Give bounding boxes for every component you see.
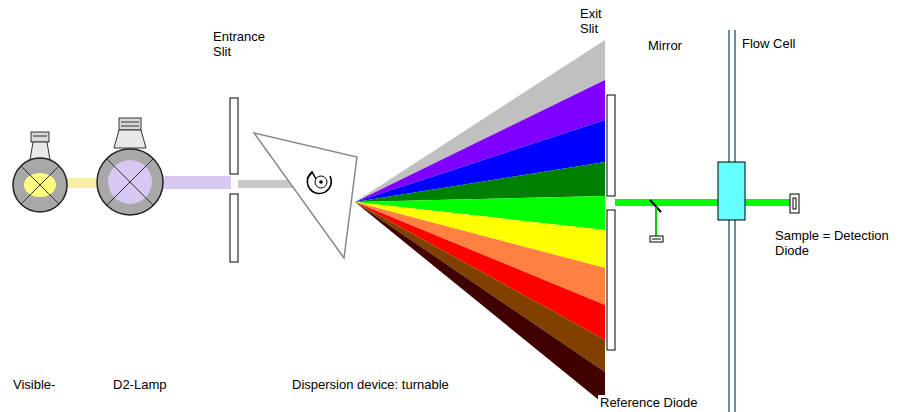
spectrum-fan — [355, 40, 605, 405]
spectrum-wedge — [355, 40, 605, 202]
d2-beam — [160, 176, 231, 189]
part-label: Sample = Detection Diode — [775, 228, 897, 258]
part-label: Mirror — [648, 38, 682, 53]
lamp-label: Visible- — [13, 377, 55, 392]
detection-diode — [793, 198, 796, 209]
detection-diode — [790, 194, 799, 213]
flow-pipe — [728, 30, 730, 412]
green-beam — [615, 199, 719, 206]
reference-diode — [650, 236, 663, 242]
diode-mark — [652, 239, 661, 240]
prism — [254, 133, 357, 258]
reference-beam — [655, 207, 657, 236]
visible-lamp — [13, 132, 67, 212]
slit-label: Exit Slit — [578, 6, 616, 36]
entrance-slit — [230, 194, 238, 262]
slit-label: Entrance Slit — [213, 29, 283, 59]
entrance-slit — [230, 98, 238, 174]
part-label: Reference Diode — [598, 395, 700, 410]
green-beam — [745, 199, 791, 206]
lamp-label: D2-Lamp — [113, 377, 166, 392]
spectrum-wedge — [355, 202, 605, 405]
flow-cell — [718, 162, 745, 220]
exit-slit — [607, 210, 615, 350]
d2-lamp — [97, 118, 163, 215]
spectrum-wedge — [355, 162, 605, 202]
spectrum-wedge — [355, 80, 605, 202]
exit-slit — [607, 95, 615, 196]
flow-pipe — [734, 30, 736, 412]
spectrum-wedge — [355, 120, 605, 202]
part-label: Flow Cell — [742, 36, 795, 51]
part-label: Dispersion device: turnable — [292, 377, 449, 392]
